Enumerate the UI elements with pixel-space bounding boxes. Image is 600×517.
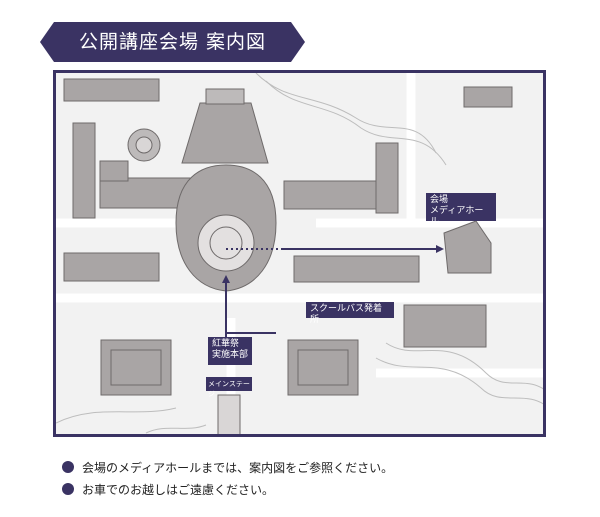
hq-label-line2: 実施本部	[212, 350, 249, 360]
venue-label-line2: メディアホール	[430, 206, 484, 227]
route	[222, 245, 444, 338]
map-drawing	[56, 73, 543, 434]
note-item: 会場のメディアホールまでは、案内図をご参照ください。	[62, 456, 393, 478]
banner-shape	[40, 22, 305, 62]
bullet-icon	[62, 461, 74, 473]
note-item: お車でのお越しはご遠慮ください。	[62, 478, 393, 500]
hq-label: 紅華祭 実施本部	[208, 337, 252, 365]
note-text: お車でのお越しはご遠慮ください。	[82, 482, 275, 497]
campus-map: 会場 メディアホール スクールバス発着所 紅華祭 実施本部 メインステージ	[53, 70, 546, 437]
main-stage-label: メインステージ	[206, 377, 252, 398]
title-banner: 公開講座会場 案内図	[40, 22, 305, 62]
contour-lines	[56, 73, 543, 434]
buildings	[63, 78, 513, 434]
page-title: 公開講座会場 案内図	[78, 31, 267, 53]
bullet-icon	[62, 483, 74, 495]
note-text: 会場のメディアホールまでは、案内図をご参照ください。	[82, 460, 394, 475]
bus-stop-label: スクールバス発着所	[306, 302, 394, 325]
venue-label-line1: 会場	[430, 195, 449, 205]
notes-list: 会場のメディアホールまでは、案内図をご参照ください。 お車でのお越しはご遠慮くだ…	[62, 456, 393, 500]
venue-label: 会場 メディアホール	[426, 193, 496, 227]
hq-label-line1: 紅華祭	[212, 339, 240, 349]
